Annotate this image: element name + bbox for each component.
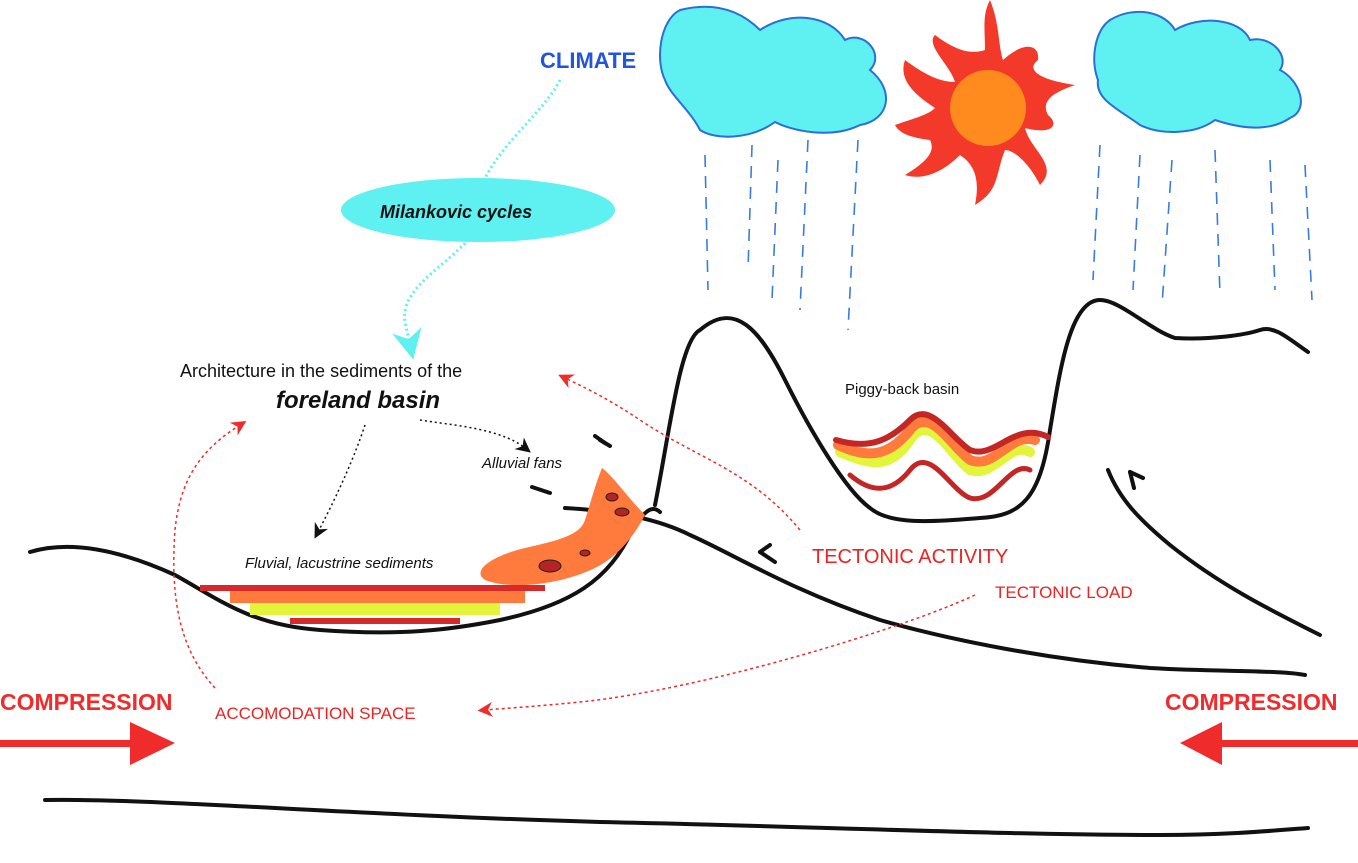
compression-arrow-right [1180, 722, 1358, 765]
piggyback-sediments [833, 411, 1051, 502]
base-line [43, 797, 1310, 838]
alluvial-fans-label: Alluvial fans [481, 455, 563, 472]
rain-left-icon [704, 139, 859, 331]
climate-label: CLIMATE [540, 48, 636, 73]
mountain-front [653, 297, 1310, 524]
piggyback-label: Piggy-back basin [845, 381, 959, 398]
cloud-right-icon [1093, 10, 1302, 133]
accommodation-space-label: ACCOMODATION SPACE [215, 704, 416, 723]
thrust-fault [563, 506, 1307, 677]
foreland-basin-label: foreland basin [276, 387, 440, 414]
architecture-label: Architecture in the sediments of the [180, 361, 462, 381]
fault-right [1106, 468, 1322, 637]
cloud-left-icon [659, 5, 887, 138]
alluvial-fan [480, 468, 645, 586]
tectonic-load-label: TECTONIC LOAD [995, 583, 1133, 602]
foreland-sediments [200, 585, 545, 624]
compression-left-label: COMPRESSION [0, 689, 173, 715]
sun-icon [895, 0, 1075, 205]
compression-arrow-left [0, 722, 175, 765]
rain-right-icon [1092, 144, 1313, 306]
fluvial-label: Fluvial, lacustrine sediments [245, 555, 434, 572]
milankovic-ellipse [341, 178, 615, 242]
tectonic-activity-label: TECTONIC ACTIVITY [812, 546, 1008, 568]
compression-right-label: COMPRESSION [1165, 689, 1338, 715]
milankovic-label: Milankovic cycles [380, 202, 532, 222]
